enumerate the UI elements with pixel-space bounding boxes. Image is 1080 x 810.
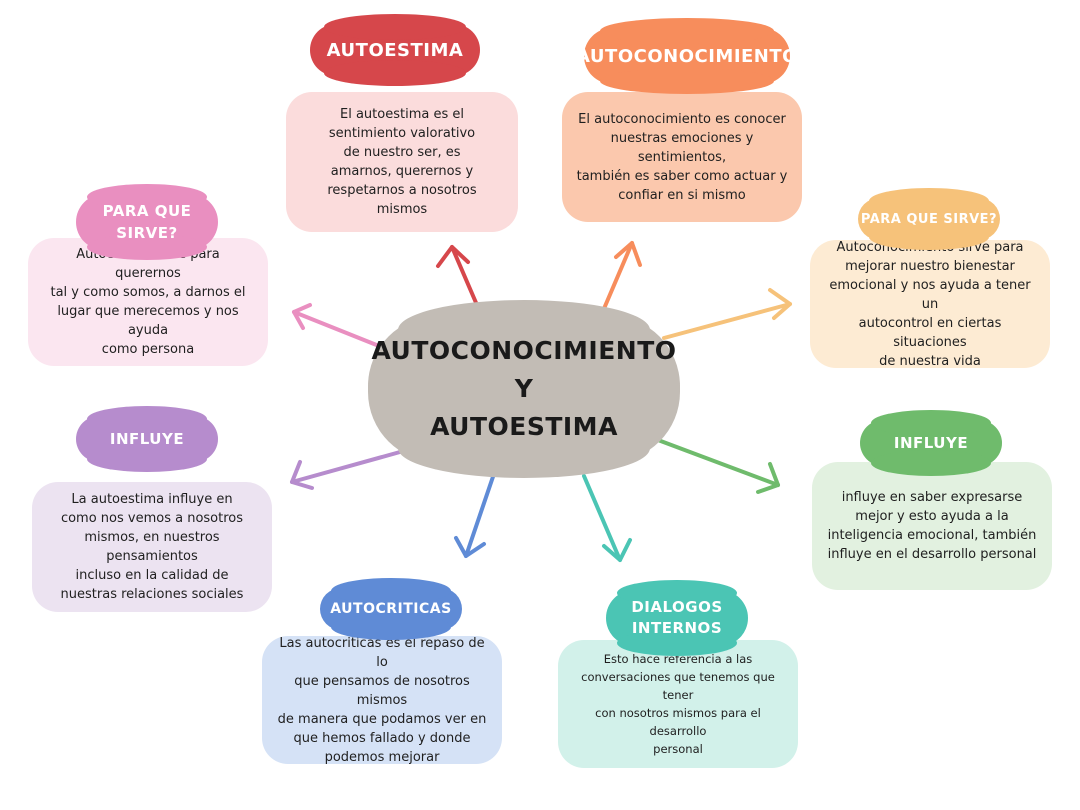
autoconocimiento-heading: AUTOCONOCIMIENTO [576,45,798,67]
influye-right-heading: INFLUYE [893,434,969,452]
dialogos-heading: DIALOGOS INTERNOS [631,598,723,637]
autoestima-text: El autoestima es el sentimiento valorati… [327,107,477,217]
dialogos-text: Esto hace referencia a las conversacione… [581,652,775,756]
para-que-sirve-right-card: Autoconocimiento sirve para mejorar nues… [810,239,1050,369]
para-que-sirve-left-heading: PARA QUE SIRVE? [102,202,192,242]
para-que-sirve-right-heading-cloud: PARA QUE SIRVE? [858,188,1000,250]
para-que-sirve-right-heading: PARA QUE SIRVE? [860,211,998,227]
para-que-sirve-left-heading-cloud: PARA QUE SIRVE? [76,184,218,260]
dialogos-card: Esto hace referencia a las conversacione… [558,640,798,768]
autocriticas-heading-cloud: AUTOCRITICAS [320,578,462,640]
central-concept-cloud: AUTOCONOCIMIENTO Y AUTOESTIMA [368,300,680,478]
arrow-to-para-que-sirve-left [292,303,386,350]
influye-right-text: influye en saber expresarse mejor y esto… [827,490,1037,562]
influye-left-heading-cloud: INFLUYE [76,406,218,472]
autoestima-heading: AUTOESTIMA [326,39,464,61]
dialogos-heading-cloud: DIALOGOS INTERNOS [606,580,748,656]
autoconocimiento-heading-cloud: AUTOCONOCIMIENTO [576,18,797,94]
autocriticas-text: Las autocriticas es el repaso de lo que … [277,635,487,765]
autocriticas-heading: AUTOCRITICAS [330,601,452,617]
arrow-to-autocriticas [454,460,500,558]
arrow-to-autoestima [436,245,482,314]
autoconocimiento-card: El autoconocimiento es conocer nuestras … [562,92,802,222]
autocriticas-card: Las autocriticas es el repaso de lo que … [262,635,502,765]
arrow-to-influye-left [290,450,402,490]
influye-right-heading-cloud: INFLUYE [860,410,1002,476]
central-concept-title: AUTOCONOCIMIENTO Y AUTOESTIMA [371,336,677,441]
influye-left-text: La autoestima influye en como nos vemos … [60,492,244,602]
influye-left-heading: INFLUYE [109,430,185,448]
influye-left-card: La autoestima influye en como nos vemos … [32,482,272,612]
arrow-to-influye-right [656,438,780,494]
para-que-sirve-left-text: Autoestima sirve para querernos tal y co… [50,247,246,357]
autoestima-heading-cloud: AUTOESTIMA [310,14,480,86]
autoconocimiento-text: El autoconocimiento es conocer nuestras … [576,111,788,203]
arrow-to-para-que-sirve-right [662,288,792,340]
influye-right-card: influye en saber expresarse mejor y esto… [812,462,1052,590]
para-que-sirve-right-text: Autoconocimiento sirve para mejorar nues… [829,239,1031,369]
arrow-to-autoconocimiento [598,241,642,320]
arrow-to-dialogos [582,474,632,562]
autoestima-card: El autoestima es el sentimiento valorati… [286,92,518,232]
